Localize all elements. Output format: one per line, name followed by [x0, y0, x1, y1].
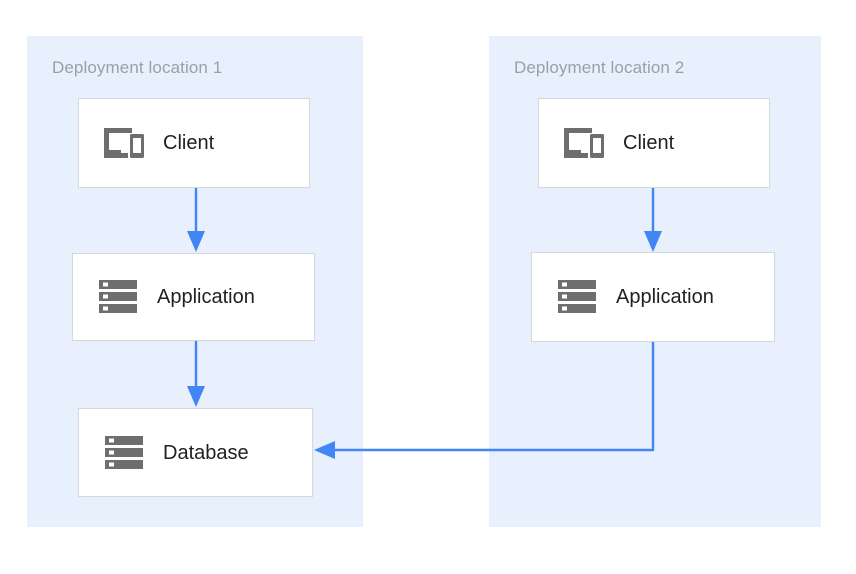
deployment-location-2-title: Deployment location 2 — [514, 58, 685, 77]
node-client-2-label: Client — [623, 132, 675, 154]
node-application-1[interactable]: Application — [72, 253, 315, 341]
server-stack-icon — [95, 274, 141, 320]
node-client-1-label: Client — [163, 132, 215, 154]
server-stack-icon — [554, 274, 600, 320]
deployment-location-1-title: Deployment location 1 — [52, 58, 223, 77]
node-application-2-label: Application — [616, 286, 714, 308]
node-database-1[interactable]: Database — [78, 408, 313, 497]
node-client-1[interactable]: Client — [78, 98, 310, 188]
node-application-1-label: Application — [157, 286, 255, 308]
node-client-2[interactable]: Client — [538, 98, 770, 188]
node-application-2[interactable]: Application — [531, 252, 775, 342]
client-devices-icon — [561, 120, 607, 166]
server-stack-icon — [101, 430, 147, 476]
client-devices-icon — [101, 120, 147, 166]
node-database-1-label: Database — [163, 441, 249, 464]
